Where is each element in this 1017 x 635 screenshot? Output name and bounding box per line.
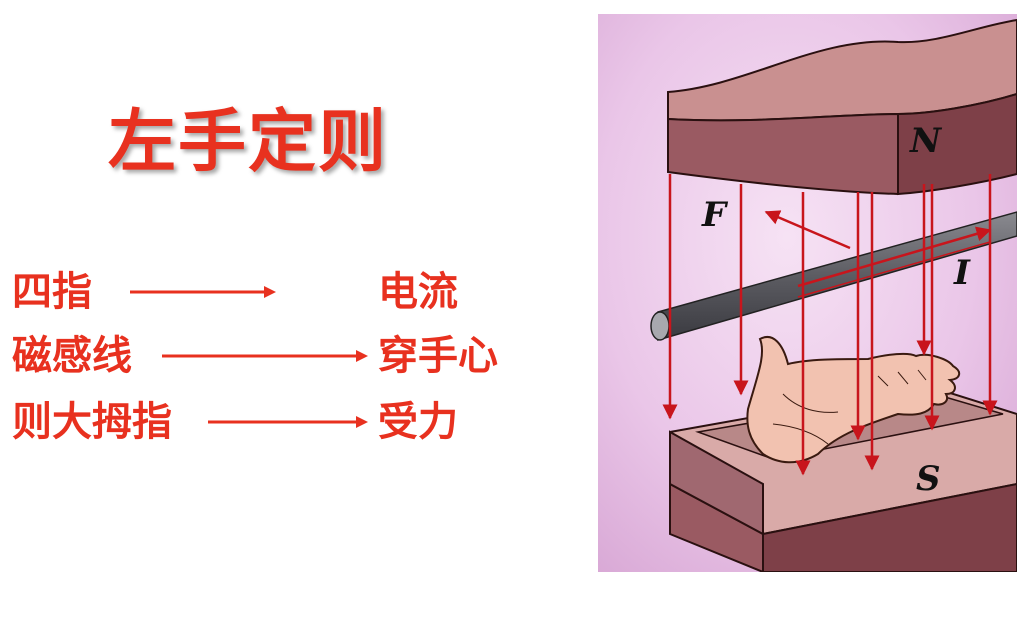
left-hand-rule-figure: N S [598,14,1017,572]
slide-title: 左手定则 [108,102,389,182]
rule-left-label: 四指 [12,268,92,315]
rule-right-label: 电流 [378,268,458,315]
rule-left-label: 磁感线 [12,332,132,379]
arrow-icon [162,350,368,362]
rule-left-label: 则大拇指 [12,398,172,445]
arrow-icon [130,286,276,298]
hand-icon [746,336,961,464]
rule-right-label: 受力 [378,398,458,445]
rule-right-label: 穿手心 [378,332,498,379]
rule-row: 磁感线 穿手心 [12,330,572,382]
rule-row: 四指 电流 [12,266,572,318]
arrow-icon [208,416,368,428]
force-label: F [701,195,729,235]
north-label: N [909,121,943,161]
north-magnet: N [667,18,1017,196]
south-label: S [916,459,941,499]
field-lines [662,174,998,476]
rule-row: 则大拇指 受力 [12,396,572,448]
current-label: I [953,253,971,293]
